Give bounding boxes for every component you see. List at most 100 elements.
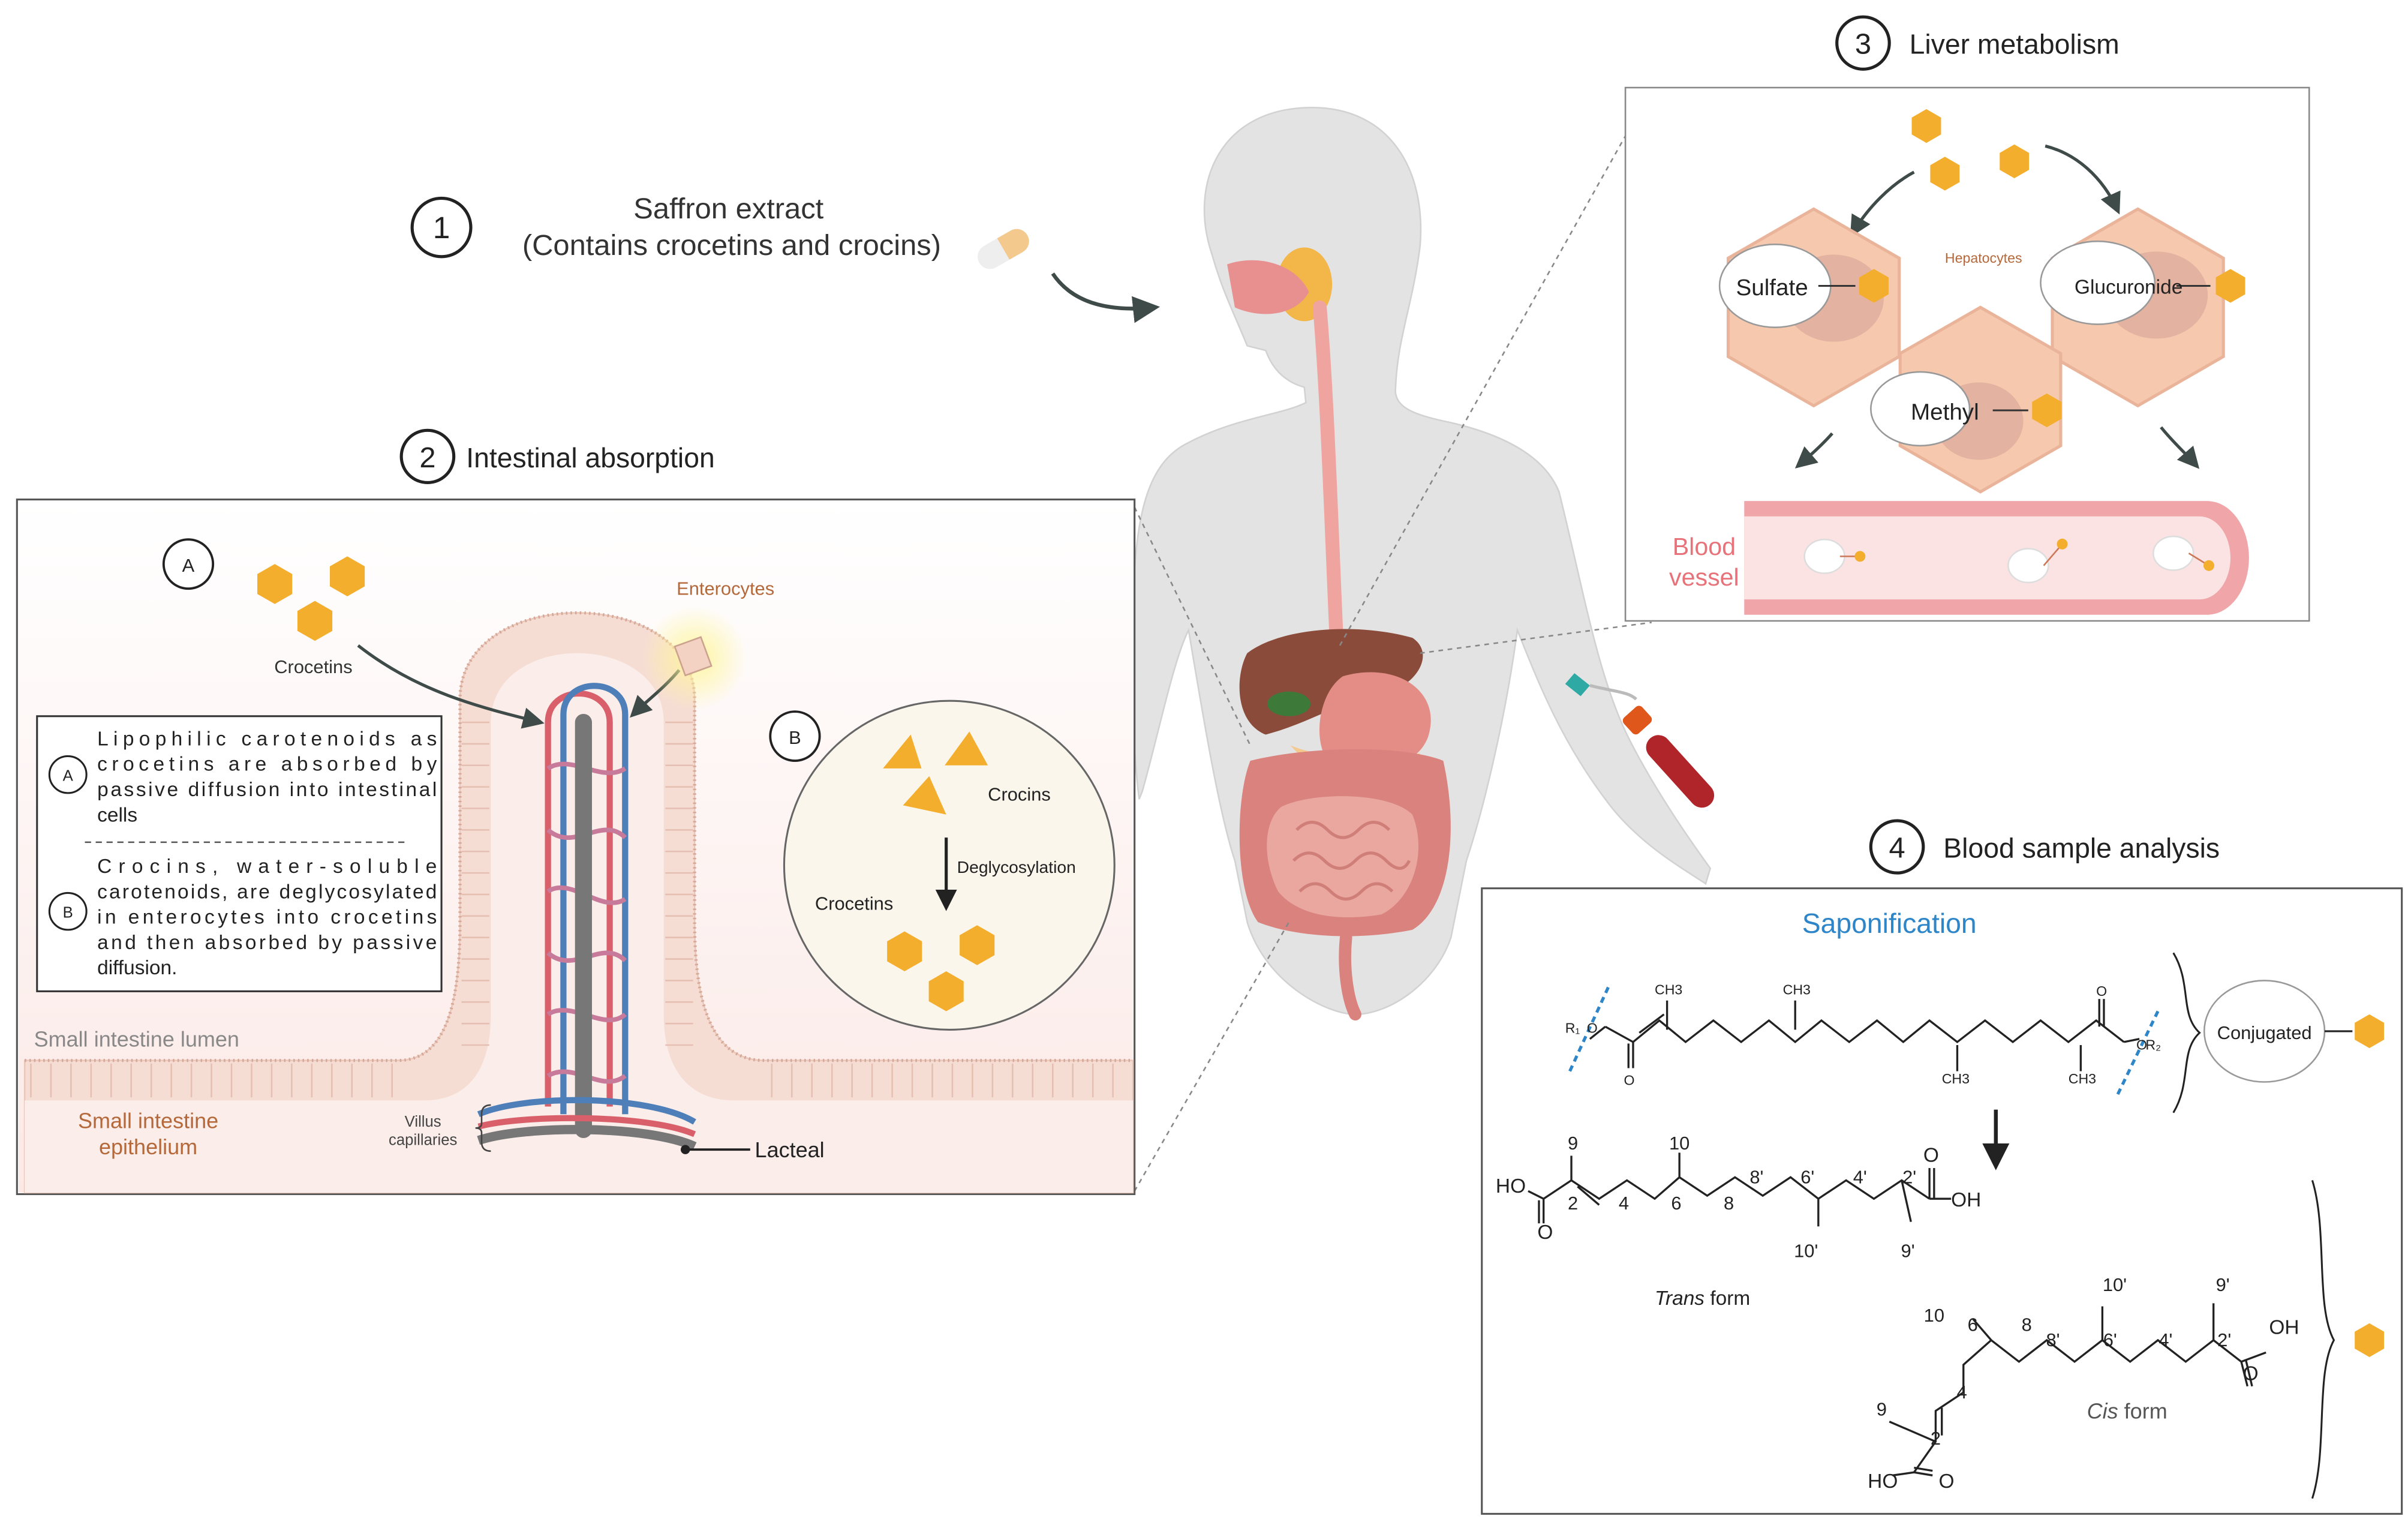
stomach <box>1319 672 1431 767</box>
esophagus <box>1312 300 1344 653</box>
mouth <box>1227 260 1309 314</box>
step2-marker <box>399 428 456 484</box>
crocin-ester-structure <box>1589 999 2140 1071</box>
vessel-metabolite-1 <box>1803 538 1845 574</box>
cis-n10p: 10' <box>2103 1274 2127 1295</box>
lacteal-base <box>477 1125 697 1151</box>
blood-draw-icon <box>1565 673 1715 808</box>
cis-n6p: 6' <box>2103 1329 2117 1350</box>
cleavage-lines <box>1568 983 2160 1095</box>
gallbladder <box>1267 691 1311 716</box>
crocin-triangle-3 <box>903 776 946 815</box>
epithelium-label-1: Small intestine <box>78 1108 218 1133</box>
trans-ho: HO <box>1496 1175 1526 1197</box>
cis-oh: OH <box>2269 1317 2299 1339</box>
cis-n2p: 2' <box>2217 1329 2231 1350</box>
conjugate-hexagon-3 <box>2032 393 2062 428</box>
trans-oh: OH <box>1951 1189 1981 1211</box>
cis-form-word: form <box>2124 1399 2167 1424</box>
trans-n4p: 4' <box>1853 1167 1867 1188</box>
epithelium-label-2: epithelium <box>99 1134 197 1159</box>
trans-o-1: O <box>1537 1221 1553 1244</box>
glucuronide-label: Glucuronide <box>2075 276 2182 298</box>
ester-ch3-2: CH3 <box>1783 982 1811 998</box>
step2-title: Intestinal absorption <box>466 442 714 473</box>
ester-o-3: O <box>1587 1020 1598 1036</box>
zoom-deglycosylation-label: Deglycosylation <box>957 857 1076 876</box>
cis-n9p: 9' <box>2216 1274 2230 1295</box>
crocin-triangle-2 <box>945 731 988 766</box>
marker-b-label: B <box>789 727 801 748</box>
noteB-line-5: diffusion. <box>97 957 177 979</box>
step1-title: Saffron extract <box>633 193 823 225</box>
release-arrow-left <box>1794 432 1833 469</box>
crocin-triangles <box>883 731 988 815</box>
cis-n9: 9 <box>1877 1398 1887 1419</box>
crocetin-hexagon-2 <box>329 556 365 596</box>
step1-group: 1 Saffron extract (Contains crocetins an… <box>410 193 1161 323</box>
marker-b <box>769 710 821 763</box>
crocetin-hexagon-1 <box>257 564 293 604</box>
crocin-triangle-1 <box>883 734 922 768</box>
step3-title: Liver metabolism <box>1910 29 2120 60</box>
cis-n4p: 4' <box>2159 1329 2172 1350</box>
cis-ho: HO <box>1868 1470 1898 1493</box>
ester-ch3-1: CH3 <box>1655 982 1682 998</box>
zoom-hexagon-2 <box>960 925 995 965</box>
metabolite-bubble-2 <box>2040 240 2156 325</box>
trans-n6p: 6' <box>1800 1167 1814 1188</box>
cis-o-1: O <box>1939 1470 1955 1493</box>
hepatocyte-cluster <box>1718 207 2245 494</box>
villus-brace <box>475 1104 491 1152</box>
trans-n8p: 8' <box>1749 1167 1763 1188</box>
cis-n6: 6 <box>1968 1314 1978 1335</box>
cis-n2: 2 <box>1931 1428 1941 1449</box>
step1-subtitle: (Contains crocetins and crocins) <box>522 229 941 262</box>
enterocyte-cells <box>30 721 1114 1098</box>
saponification-label: Saponification <box>1802 908 1977 939</box>
notes-box <box>36 715 443 992</box>
zoom-crocetin-hexagons <box>887 925 995 1011</box>
marker-a <box>162 538 215 590</box>
cis-n4: 4 <box>1957 1382 1967 1403</box>
liver-metabolite-hexagons <box>1911 109 2030 191</box>
blood-metabolites <box>1803 535 2214 584</box>
cis-n8: 8 <box>2022 1314 2032 1335</box>
blood-vessel-lumen <box>1744 516 2230 600</box>
step3-number: 3 <box>1855 28 1871 61</box>
release-arrow-right <box>2160 426 2200 469</box>
trans-n9: 9 <box>1568 1133 1578 1154</box>
note-a-marker <box>48 755 88 794</box>
artery <box>545 690 613 1107</box>
trans-form-word: form <box>1710 1287 1750 1310</box>
enterocyte-cell-icon <box>674 636 713 677</box>
trans-word: Trans <box>1655 1287 1704 1310</box>
trans-n9p: 9' <box>1901 1241 1915 1262</box>
ester-o-1: O <box>1624 1073 1635 1088</box>
crocetins-label: Crocetins <box>274 656 352 677</box>
ester-r2: R₂ <box>2145 1037 2161 1053</box>
trans-n10: 10 <box>1669 1133 1689 1154</box>
sulfation-arrow <box>1850 170 1915 238</box>
lumen-label: Small intestine lumen <box>34 1027 239 1052</box>
zoom-hexagon-3 <box>928 971 964 1011</box>
zoom-crocetins-label: Crocetins <box>815 893 893 914</box>
conjugated-hexagon <box>2355 1014 2385 1049</box>
cis-form-label: Cis form <box>2087 1399 2167 1424</box>
free-form-brace <box>2311 1180 2335 1499</box>
enterocytes-label: Enterocytes <box>677 578 774 599</box>
vein <box>560 683 629 1115</box>
villus-label-2: capillaries <box>389 1132 457 1149</box>
trans-o-2: O <box>1923 1145 1939 1167</box>
liver-metabolism-panel: 3 Liver metabolism Hepatocytes Sulfate G… <box>1624 15 2310 622</box>
zoom-crocins-label: Crocins <box>988 784 1051 805</box>
note-b-marker <box>48 891 88 931</box>
ester-ch3-4: CH3 <box>2069 1071 2096 1086</box>
cis-crocetin-structure <box>1889 1303 2266 1476</box>
passive-diffusion-arrow <box>357 644 545 729</box>
liver-hexagon-2 <box>1930 157 1960 191</box>
capillary-base-red <box>477 1115 696 1137</box>
intestine-loops <box>1292 821 1411 901</box>
trans-n2: 2 <box>1568 1193 1578 1214</box>
